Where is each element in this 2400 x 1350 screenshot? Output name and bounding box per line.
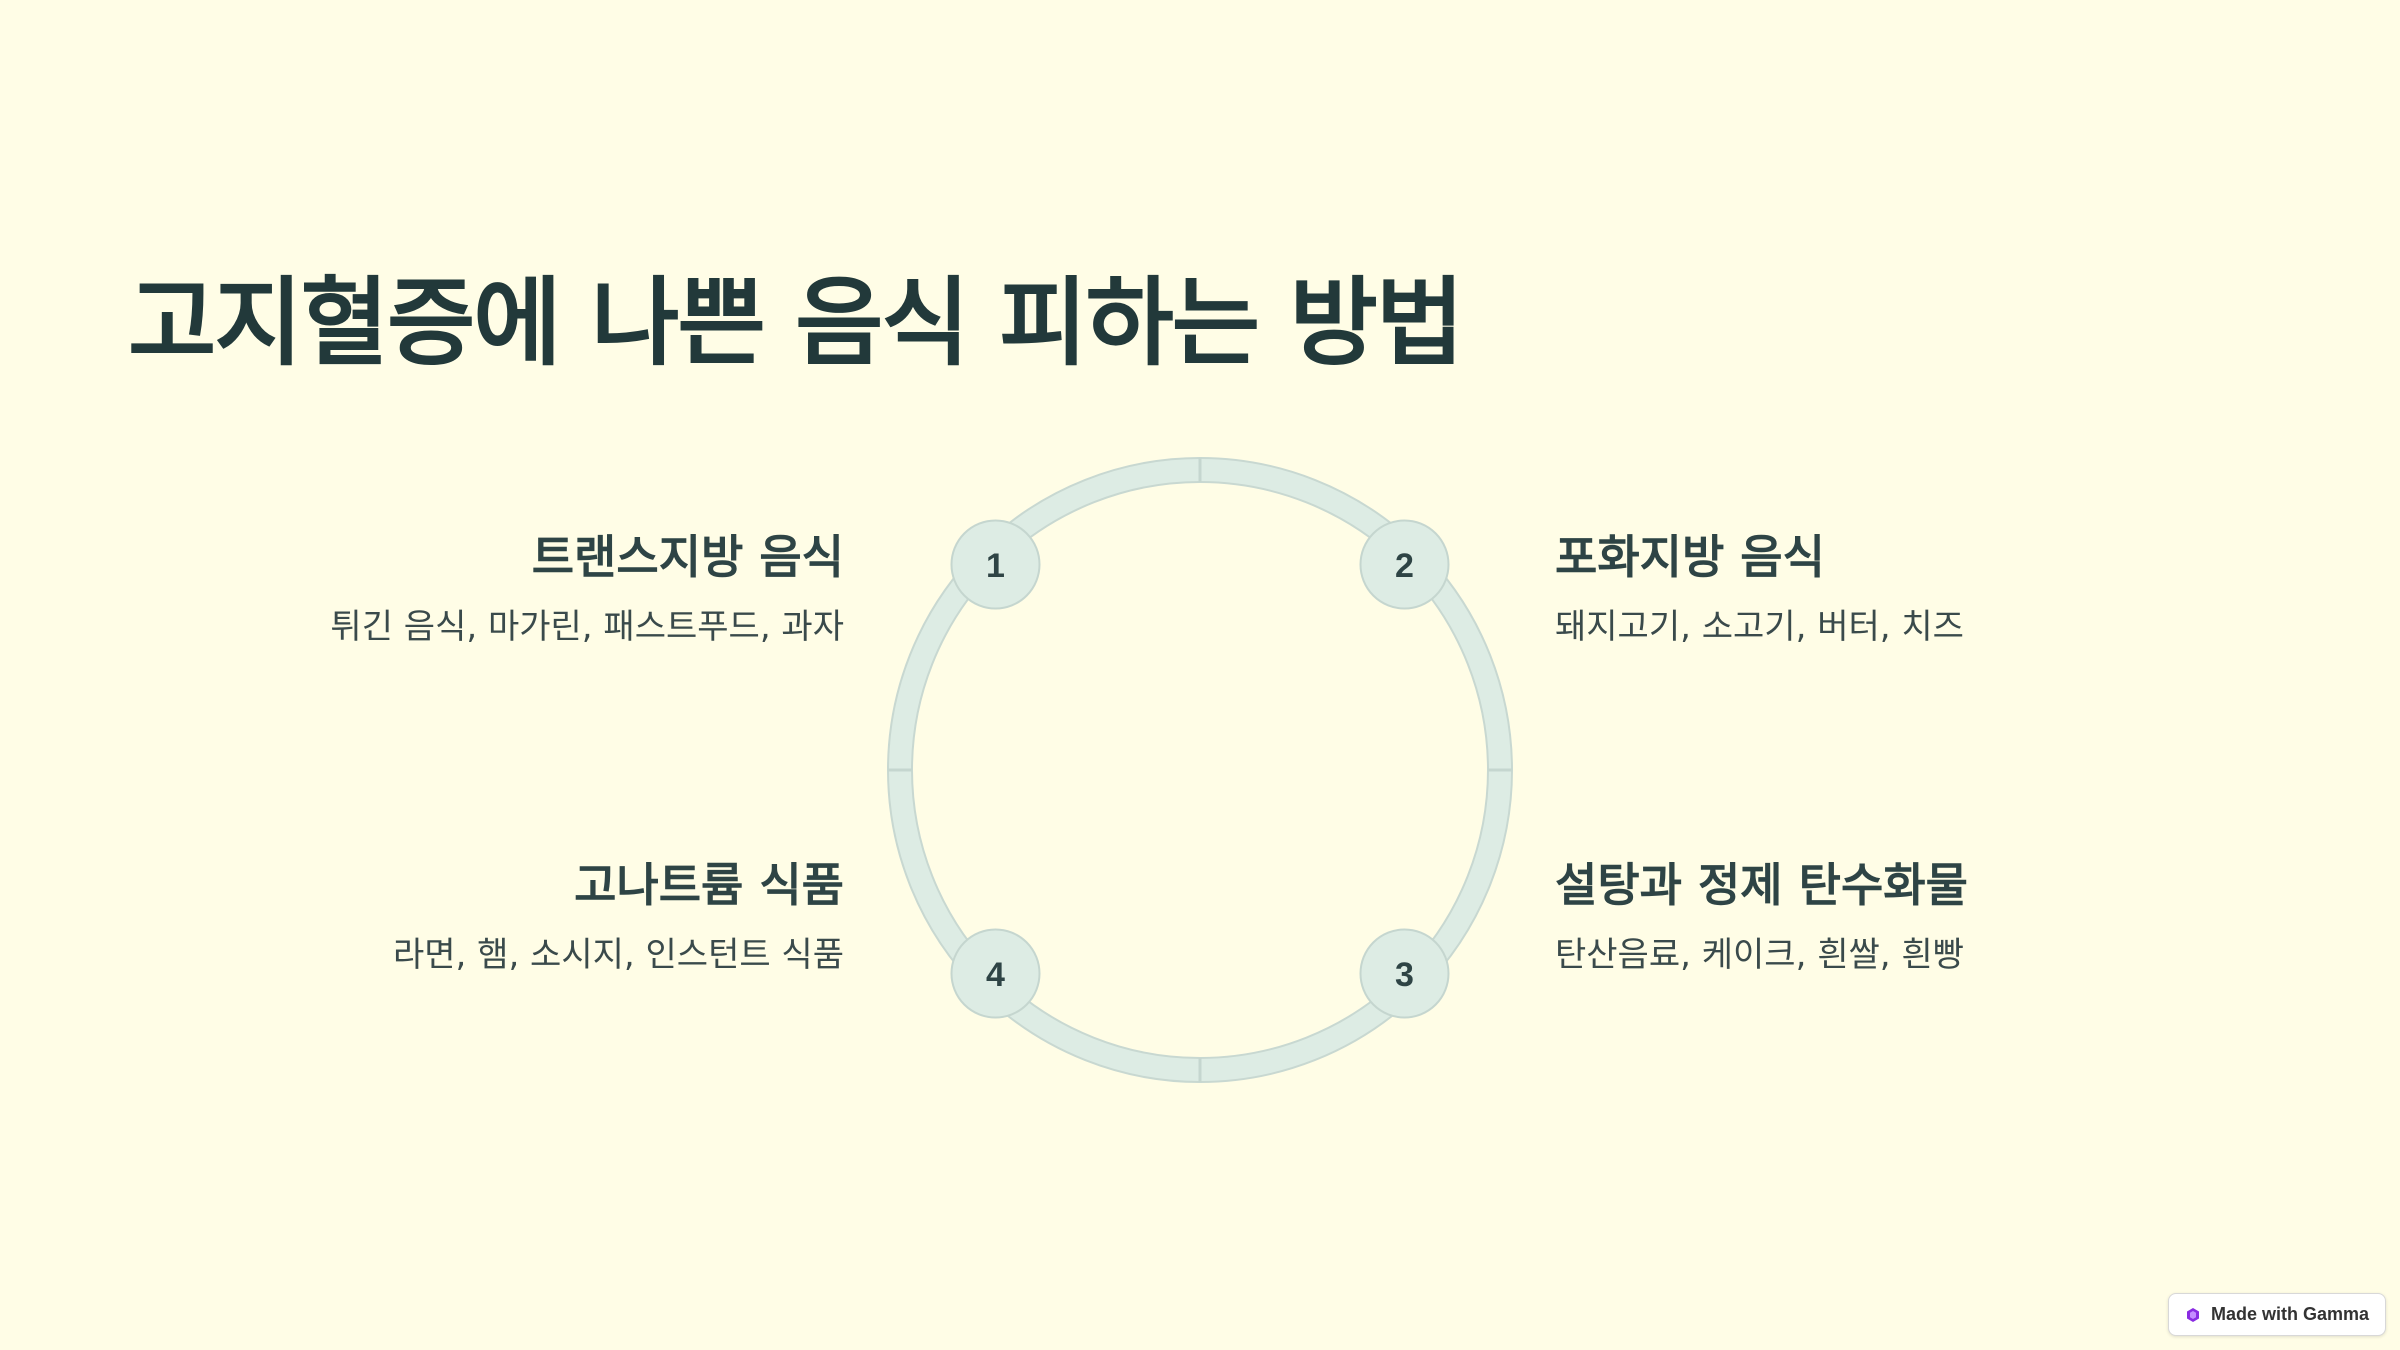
step-desc-3: 탄산음료, 케이크, 흰쌀, 흰빵 — [1555, 935, 1964, 976]
step-title-1: 트랜스지방 음식 — [531, 530, 844, 584]
step-desc-2: 돼지고기, 소고기, 버터, 치즈 — [1555, 607, 1964, 648]
step-title-3: 설탕과 정제 탄수화물 — [1555, 858, 1968, 912]
step-item-4: 고나트륨 식품 라면, 햄, 소시지, 인스턴트 식품 — [284, 858, 844, 977]
cycle-diagram: 1 2 3 4 — [887, 457, 1513, 1083]
step-item-3: 설탕과 정제 탄수화물 탄산음료, 케이크, 흰쌀, 흰빵 — [1555, 858, 2115, 977]
step-title-2: 포화지방 음식 — [1555, 530, 1825, 584]
page-title: 고지혈증에 나쁜 음식 피하는 방법 — [128, 267, 1464, 379]
step-number-3: 3 — [1395, 956, 1414, 994]
step-item-2: 포화지방 음식 돼지고기, 소고기, 버터, 치즈 — [1555, 530, 2115, 649]
gamma-logo-icon — [2186, 1307, 2199, 1322]
step-node-4: 4 — [950, 928, 1041, 1019]
step-node-3: 3 — [1359, 928, 1450, 1019]
step-number-1: 1 — [986, 547, 1005, 585]
step-desc-4: 라면, 햄, 소시지, 인스턴트 식품 — [392, 935, 844, 976]
badge-label: Made with Gamma — [2210, 1304, 2369, 1324]
step-title-4: 고나트륨 식품 — [574, 858, 844, 912]
step-desc-1: 튀긴 음식, 마가린, 패스트푸드, 과자 — [330, 607, 844, 648]
step-node-2: 2 — [1359, 519, 1450, 610]
step-node-1: 1 — [950, 519, 1041, 610]
step-number-2: 2 — [1395, 547, 1414, 585]
step-number-4: 4 — [986, 956, 1005, 994]
made-with-gamma-badge[interactable]: Made with Gamma — [2167, 1293, 2386, 1336]
step-item-1: 트랜스지방 음식 튀긴 음식, 마가린, 패스트푸드, 과자 — [284, 530, 844, 649]
